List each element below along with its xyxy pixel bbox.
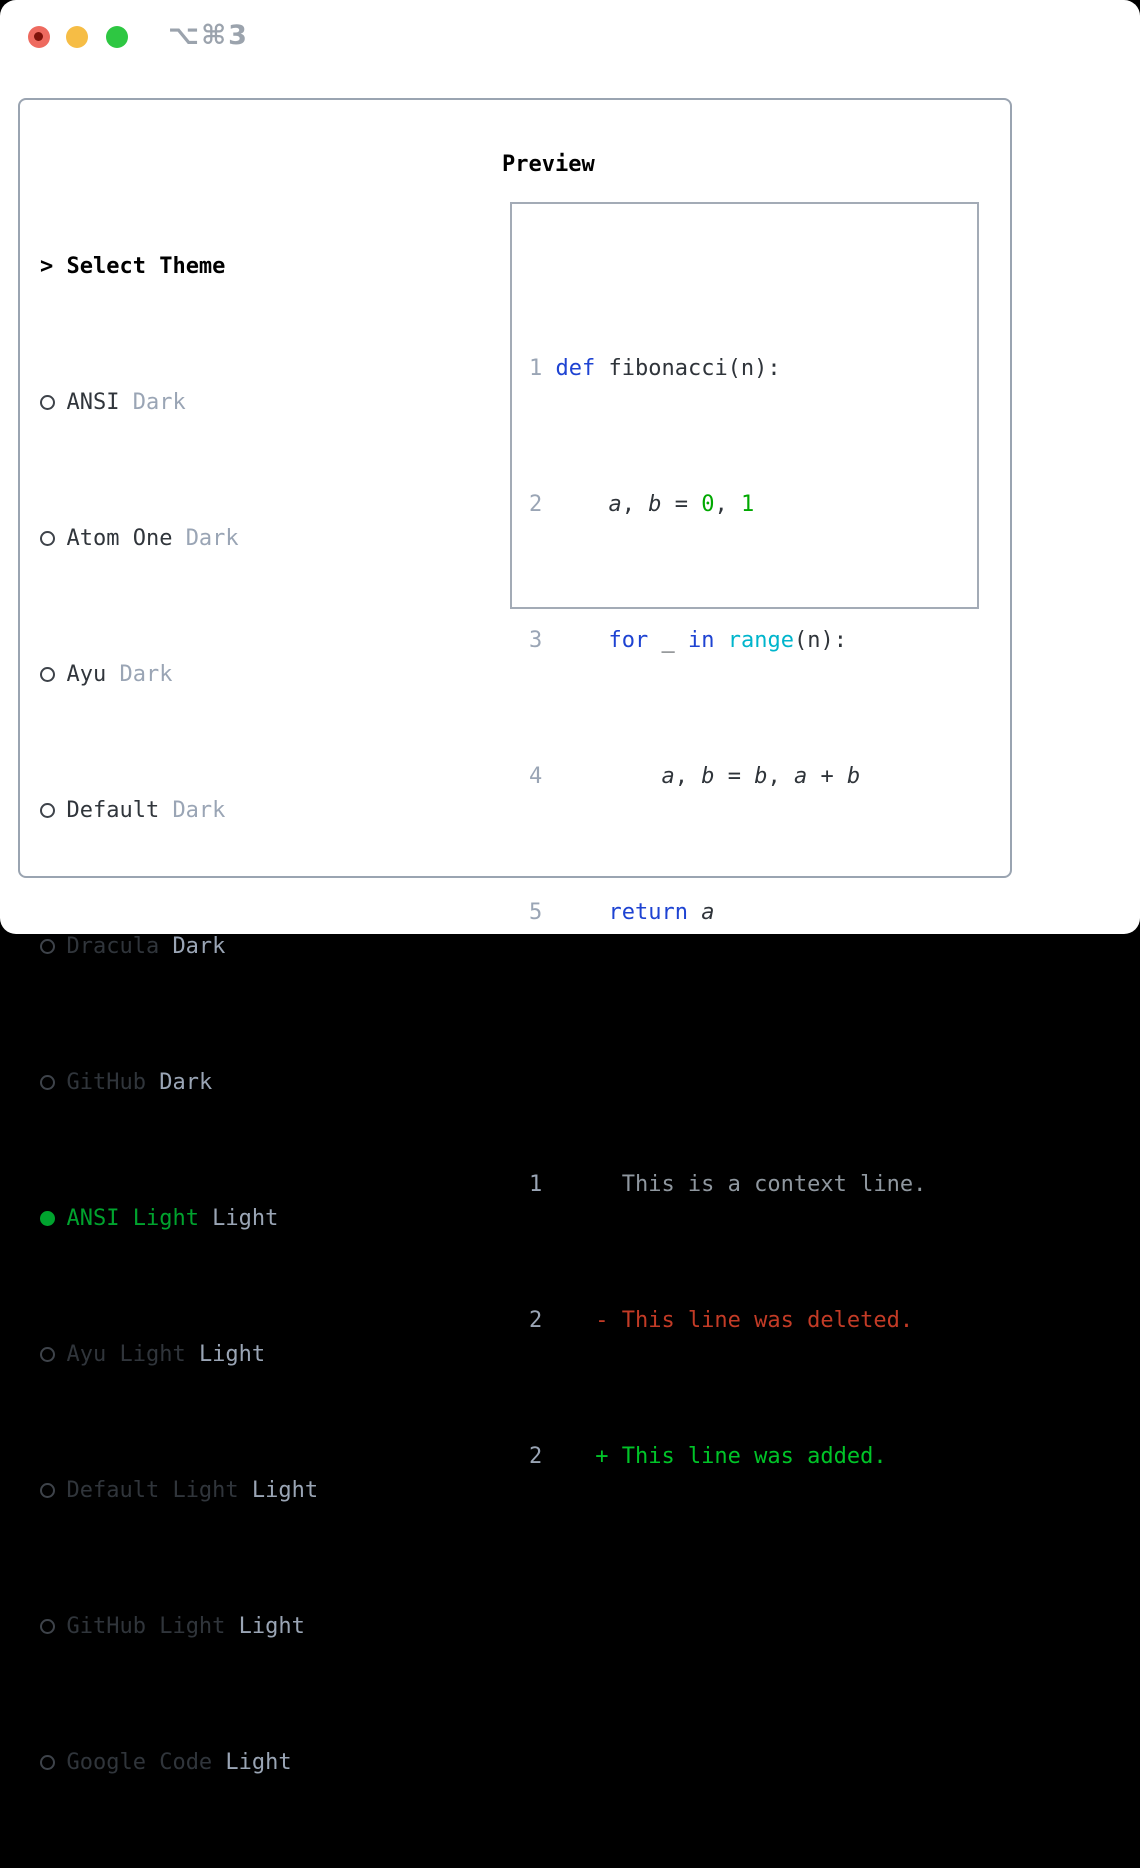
radio-unselected-icon: [40, 386, 66, 420]
theme-option-dracula-dark[interactable]: Dracula Dark: [40, 930, 451, 964]
line-number: 2: [529, 492, 543, 517]
radio-unselected-icon: [40, 1610, 66, 1644]
prompt-icon: >: [40, 254, 54, 279]
theme-name: Default: [66, 798, 160, 823]
radio-unselected-icon: [40, 794, 66, 828]
window-title: ⌥⌘3: [168, 20, 249, 51]
code-line: 5 return a: [529, 896, 926, 930]
theme-tag: Light: [212, 1206, 279, 1231]
theme-option-atom-one-dark[interactable]: Atom One Dark: [40, 522, 451, 556]
radio-unselected-icon: [40, 930, 66, 964]
theme-option-default-dark[interactable]: Default Dark: [40, 794, 451, 828]
theme-option-github-light[interactable]: GitHub Light Light: [40, 1610, 451, 1644]
theme-option-ansi-dark[interactable]: ANSI Dark: [40, 386, 451, 420]
line-number: 5: [529, 900, 543, 925]
diff-deleted-line: 2-This line was deleted.: [529, 1304, 926, 1338]
theme-name: ANSI: [66, 390, 120, 415]
theme-name: Ayu Light: [66, 1342, 186, 1367]
line-number: 2: [529, 1444, 543, 1469]
theme-name: Ayu: [66, 662, 107, 687]
minimize-button[interactable]: [66, 26, 88, 48]
code-line: 3 for _ in range(n):: [529, 624, 926, 658]
theme-name: GitHub: [66, 1070, 146, 1095]
select-theme-title: Select Theme: [66, 254, 226, 279]
theme-name: Default Light: [66, 1478, 239, 1503]
diff-added-line: 2+This line was added.: [529, 1440, 926, 1474]
close-modified-dot-icon: [34, 32, 43, 41]
theme-tag: Dark: [119, 662, 173, 687]
line-number: 1: [529, 1172, 543, 1197]
preview-title: Preview: [502, 152, 595, 177]
radio-unselected-icon: [40, 522, 66, 556]
added-marker-icon: +: [595, 1444, 609, 1469]
theme-tag: Dark: [185, 526, 239, 551]
theme-name: Atom One: [66, 526, 173, 551]
theme-tag: Light: [225, 1750, 292, 1775]
radio-unselected-icon: [40, 658, 66, 692]
theme-tag: Light: [251, 1478, 319, 1503]
close-button[interactable]: [28, 26, 50, 48]
theme-name: Dracula: [66, 934, 160, 959]
zoom-button[interactable]: [106, 26, 128, 48]
radio-unselected-icon: [40, 1746, 66, 1780]
line-number: 4: [529, 764, 543, 789]
theme-option-default-light[interactable]: Default Light Light: [40, 1474, 451, 1508]
code-line: 2 a, b = 0, 1: [529, 488, 926, 522]
line-number: 2: [529, 1308, 543, 1333]
theme-option-ayu-light[interactable]: Ayu Light Light: [40, 1338, 451, 1372]
theme-tag: Dark: [172, 798, 226, 823]
radio-unselected-icon: [40, 1474, 66, 1508]
blank-line: [529, 1032, 926, 1066]
theme-tag: Light: [198, 1342, 266, 1367]
theme-option-google-code-light[interactable]: Google Code Light: [40, 1746, 451, 1780]
theme-option-ansi-light[interactable]: ANSI Light Light: [40, 1202, 451, 1236]
theme-name: ANSI Light: [66, 1206, 199, 1231]
code-line: 4 a, b = b, a + b: [529, 760, 926, 794]
theme-name: Google Code: [66, 1750, 213, 1775]
radio-selected-icon: [40, 1202, 66, 1236]
select-theme-header: > Select Theme: [40, 250, 451, 284]
line-number: 3: [529, 628, 543, 653]
theme-name: GitHub Light: [66, 1614, 226, 1639]
theme-option-github-dark[interactable]: GitHub Dark: [40, 1066, 451, 1100]
theme-option-ayu-dark[interactable]: Ayu Dark: [40, 658, 451, 692]
radio-unselected-icon: [40, 1066, 66, 1100]
line-number: 1: [529, 356, 543, 381]
theme-tag: Dark: [159, 1070, 213, 1095]
deleted-marker-icon: -: [595, 1308, 609, 1333]
radio-unselected-icon: [40, 1338, 66, 1372]
theme-tag: Dark: [132, 390, 186, 415]
theme-tag: Dark: [172, 934, 226, 959]
theme-tag: Light: [238, 1614, 305, 1639]
